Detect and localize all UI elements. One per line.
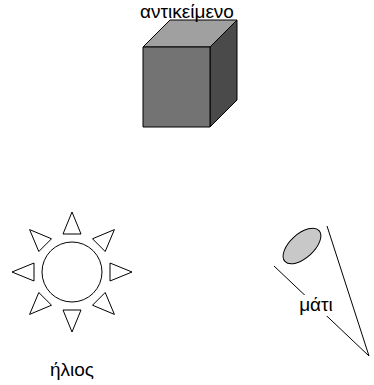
sun-disc xyxy=(42,242,102,302)
object-node: αντικείμενο xyxy=(117,1,257,129)
figure-label: μάτι xyxy=(262,295,370,316)
cube-front xyxy=(143,47,210,127)
sun-ray xyxy=(30,293,52,315)
figure-label: αντικείμενο xyxy=(117,2,257,23)
figure-label: ήλιος xyxy=(8,360,136,381)
sun-node: ήλιος xyxy=(8,208,136,383)
eye-lens xyxy=(277,222,327,271)
sun-ray xyxy=(110,263,132,281)
label-text: αντικείμενο xyxy=(140,1,234,22)
eye-node: μάτι xyxy=(262,220,370,360)
label-text: ήλιος xyxy=(50,359,94,380)
view-cone-edge xyxy=(327,226,369,356)
eye-figure xyxy=(274,222,369,356)
sun-ray xyxy=(63,212,81,234)
cube-side xyxy=(210,20,237,127)
sun-ray xyxy=(63,310,81,332)
label-text: μάτι xyxy=(297,295,335,316)
sun-figure xyxy=(12,212,132,332)
cube-figure xyxy=(143,20,237,127)
sun-ray xyxy=(93,230,115,252)
sun-ray xyxy=(30,230,52,252)
sun-ray xyxy=(93,293,115,315)
sun-ray xyxy=(12,263,34,281)
